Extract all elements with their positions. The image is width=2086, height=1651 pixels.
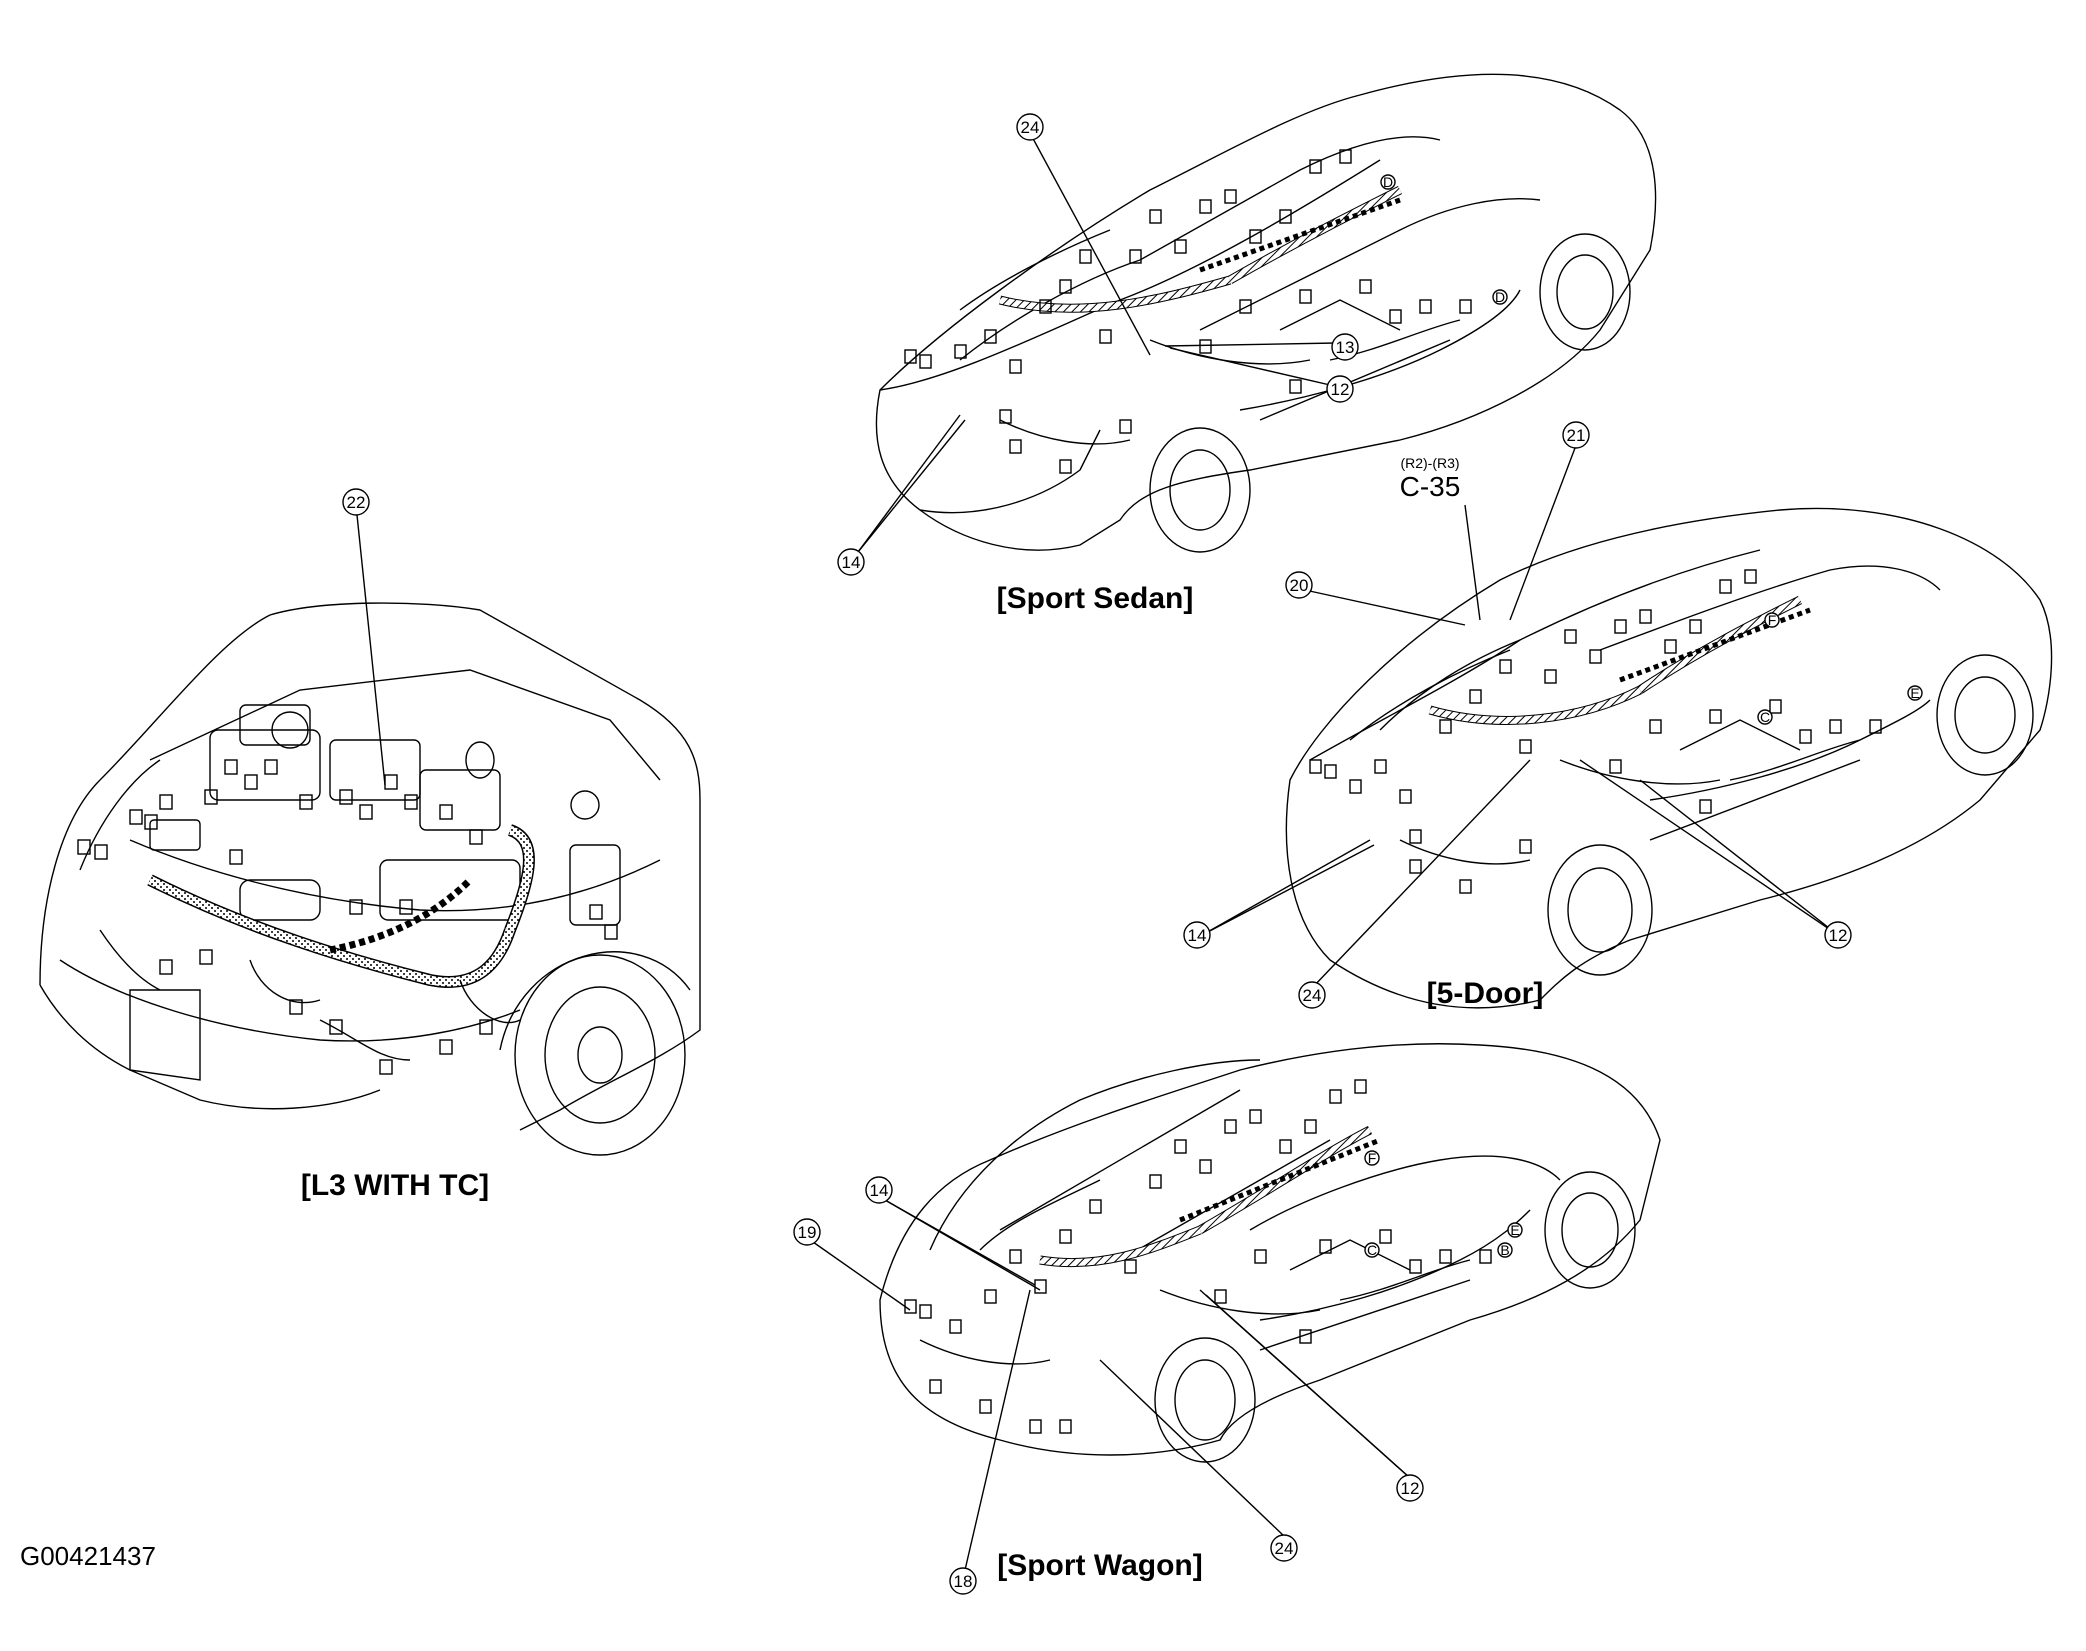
marker-f-label: F — [1768, 612, 1777, 628]
sedan-harness — [959, 185, 1461, 445]
l3-connectors — [77, 759, 618, 1075]
l3-harness — [79, 759, 535, 1061]
wagon-harness — [919, 1125, 1471, 1365]
marker-e-label: E — [1910, 685, 1919, 701]
callout-circle — [1183, 921, 1211, 949]
marker-f-label: F — [1368, 1150, 1377, 1166]
connector-code-label: C-35 — [1400, 471, 1461, 502]
wagon-body-outline — [879, 1043, 1661, 1456]
five-door-title: [5-Door] — [1427, 977, 1544, 1010]
five-door-connectors — [1309, 569, 1882, 894]
sport-sedan-title: [Sport Sedan] — [997, 582, 1194, 615]
marker-c-label: C — [1367, 1242, 1377, 1258]
callout-19-label: 19 — [798, 1223, 817, 1242]
callout-circle — [1298, 981, 1326, 1009]
sedan-rear-wheel — [1149, 427, 1251, 553]
sedan-connectors — [904, 149, 1472, 474]
callout-circle — [1396, 1474, 1424, 1502]
callout-circle — [1326, 375, 1354, 403]
callout-24-label: 24 — [1021, 118, 1040, 137]
l3-engine-components — [149, 704, 621, 926]
callout-22-label: 22 — [347, 493, 366, 512]
marker-c-label: C — [1760, 709, 1770, 725]
callout-circle — [949, 1567, 977, 1595]
callout-circle — [837, 548, 865, 576]
l3-with-tc-view — [39, 488, 701, 1156]
l3-with-tc-title: [L3 WITH TC] — [301, 1169, 489, 1202]
callout-circle — [1331, 333, 1359, 361]
marker-d-label: D — [1383, 174, 1393, 190]
callout-14-label: 14 — [870, 1181, 889, 1200]
callout-circle — [1562, 421, 1590, 449]
five-door-body-outline — [1285, 507, 2053, 1009]
callout-14-label: 14 — [1188, 926, 1207, 945]
sport-wagon-view — [793, 1043, 1661, 1595]
callout-18-label: 18 — [954, 1572, 973, 1591]
sport-sedan-view — [837, 73, 1657, 576]
connector-variants-label: (R2)-(R3) — [1400, 455, 1459, 471]
callout-12-label: 12 — [1401, 1479, 1420, 1498]
wagon-rear-wheel — [1154, 1337, 1256, 1463]
callout-circle — [1285, 571, 1313, 599]
callout-20-label: 20 — [1290, 576, 1309, 595]
five-door-front-wheel — [1936, 654, 2034, 776]
callout-13-label: 13 — [1336, 338, 1355, 357]
sport-wagon-title: [Sport Wagon] — [997, 1549, 1203, 1582]
wagon-front-wheel — [1544, 1171, 1636, 1289]
sedan-front-wheel — [1539, 233, 1631, 351]
callout-24-label: 24 — [1275, 1539, 1294, 1558]
callout-14-label: 14 — [842, 553, 861, 572]
marker-b-label: B — [1500, 1242, 1509, 1258]
callout-circle — [1270, 1534, 1298, 1562]
sedan-body-outline — [875, 73, 1657, 551]
callout-12-label: 12 — [1829, 926, 1848, 945]
five-door-harness — [1379, 595, 1861, 865]
callout-circle — [793, 1218, 821, 1246]
five-door-view — [1183, 421, 2053, 1009]
five-door-rear-wheel — [1547, 844, 1653, 976]
callout-circle — [1824, 921, 1852, 949]
callout-circle — [865, 1176, 893, 1204]
callout-12-label: 12 — [1331, 380, 1350, 399]
marker-d-label: D — [1495, 289, 1505, 305]
wagon-connectors — [904, 1079, 1492, 1434]
callout-24-label: 24 — [1303, 986, 1322, 1005]
marker-e-label: E — [1510, 1222, 1519, 1238]
figure-id: G00421437 — [20, 1541, 156, 1571]
callout-circle — [342, 488, 370, 516]
callout-21-label: 21 — [1567, 426, 1586, 445]
callout-circle — [1016, 113, 1044, 141]
